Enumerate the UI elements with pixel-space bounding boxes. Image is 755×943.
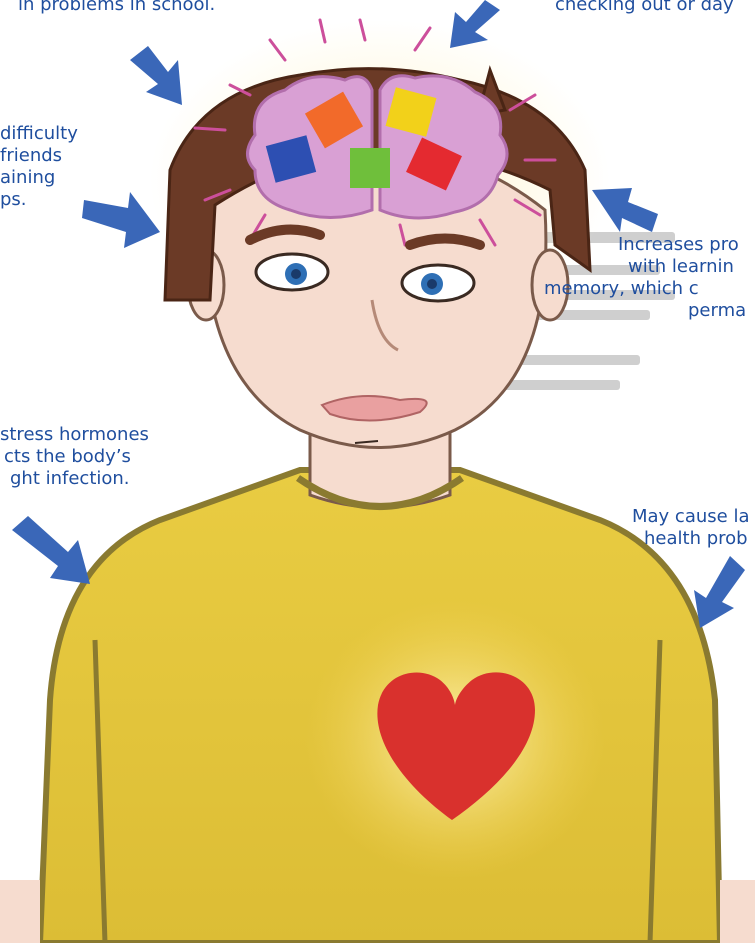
right-eye [402, 265, 474, 301]
caption-left-low: stress hormones cts the body’s ght infec… [0, 424, 149, 490]
puzzle-piece-icon [350, 148, 390, 188]
caption-top-left: in problems in school. [18, 0, 215, 16]
left-eye [256, 254, 328, 290]
caption-left-mid: difficulty friends aining ps. [0, 123, 78, 211]
caption-right-low: May cause la health prob [632, 506, 749, 550]
caption-top-right: checking out or day [555, 0, 734, 16]
caption-right-mid: Increases pro with learnin memory, which… [544, 234, 755, 322]
